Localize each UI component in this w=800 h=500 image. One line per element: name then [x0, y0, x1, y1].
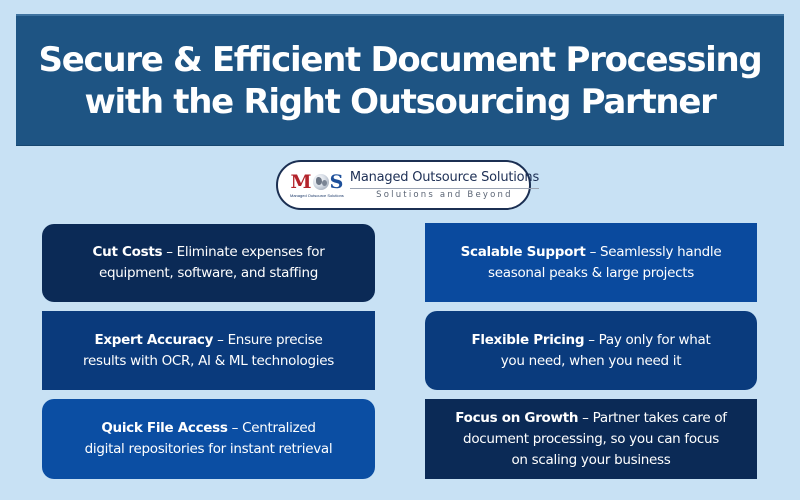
benefit-title: Flexible Pricing	[471, 331, 585, 348]
benefit-text: seasonal peaks & large projects	[488, 264, 694, 281]
benefit-separator: –	[584, 331, 599, 348]
benefit-card-expert-accuracy: Expert Accuracy – Ensure precise results…	[42, 311, 375, 390]
title-line-2: with the Right Outsourcing Partner	[84, 81, 716, 122]
benefit-card-scalable-support: Scalable Support – Seamlessly handle sea…	[425, 223, 757, 302]
company-name: Managed Outsource Solutions	[349, 170, 539, 189]
logo-letter-s: S	[329, 171, 344, 193]
benefit-text: Centralized	[242, 420, 316, 436]
benefit-separator: –	[162, 244, 177, 260]
benefit-text: you need, when you need it	[500, 352, 682, 369]
benefit-separator: –	[227, 420, 243, 436]
benefit-text: Ensure precise	[227, 331, 323, 348]
benefit-title: Expert Accuracy	[94, 331, 214, 348]
benefit-card-quick-file-access: Quick File Access – Centralized digital …	[42, 399, 375, 479]
company-logo: M S Managed Outsource Solutions Managed …	[276, 160, 539, 210]
benefit-text: document processing, so you can focus	[463, 430, 719, 447]
logo-letter-m: M	[290, 171, 312, 193]
benefit-separator: –	[585, 243, 601, 260]
logo-mark: M S Managed Outsource Solutions	[290, 167, 344, 203]
globe-icon	[312, 174, 329, 190]
benefit-text: on scaling your business	[511, 451, 671, 468]
logo-text: Managed Outsource Solutions Solutions an…	[349, 170, 539, 201]
benefit-text: Pay only for what	[598, 331, 711, 348]
benefit-card-focus-on-growth: Focus on Growth – Partner takes care of …	[425, 399, 757, 479]
benefit-card-cut-costs: Cut Costs – Eliminate expenses for equip…	[42, 224, 375, 302]
benefit-text: digital repositories for instant retriev…	[84, 441, 333, 457]
title-banner: Secure & Efficient Document Processing w…	[16, 14, 784, 145]
benefit-text: Eliminate expenses for	[176, 244, 325, 260]
benefit-text: Partner takes care of	[592, 409, 727, 426]
benefit-text: results with OCR, AI & ML technologies	[83, 352, 334, 369]
benefit-title: Focus on Growth	[455, 409, 579, 426]
benefit-separator: –	[578, 409, 593, 426]
benefit-title: Scalable Support	[460, 243, 586, 260]
logo-mark-caption: Managed Outsource Solutions	[290, 193, 344, 198]
title-line-1: Secure & Efficient Document Processing	[38, 39, 763, 80]
benefit-separator: –	[213, 331, 228, 348]
benefit-title: Cut Costs	[92, 244, 163, 260]
benefit-text: Seamlessly handle	[600, 243, 722, 260]
benefit-title: Quick File Access	[101, 420, 228, 436]
company-tagline: Solutions and Beyond	[376, 189, 513, 200]
benefit-text: equipment, software, and staffing	[99, 265, 318, 281]
benefit-card-flexible-pricing: Flexible Pricing – Pay only for what you…	[425, 311, 757, 390]
